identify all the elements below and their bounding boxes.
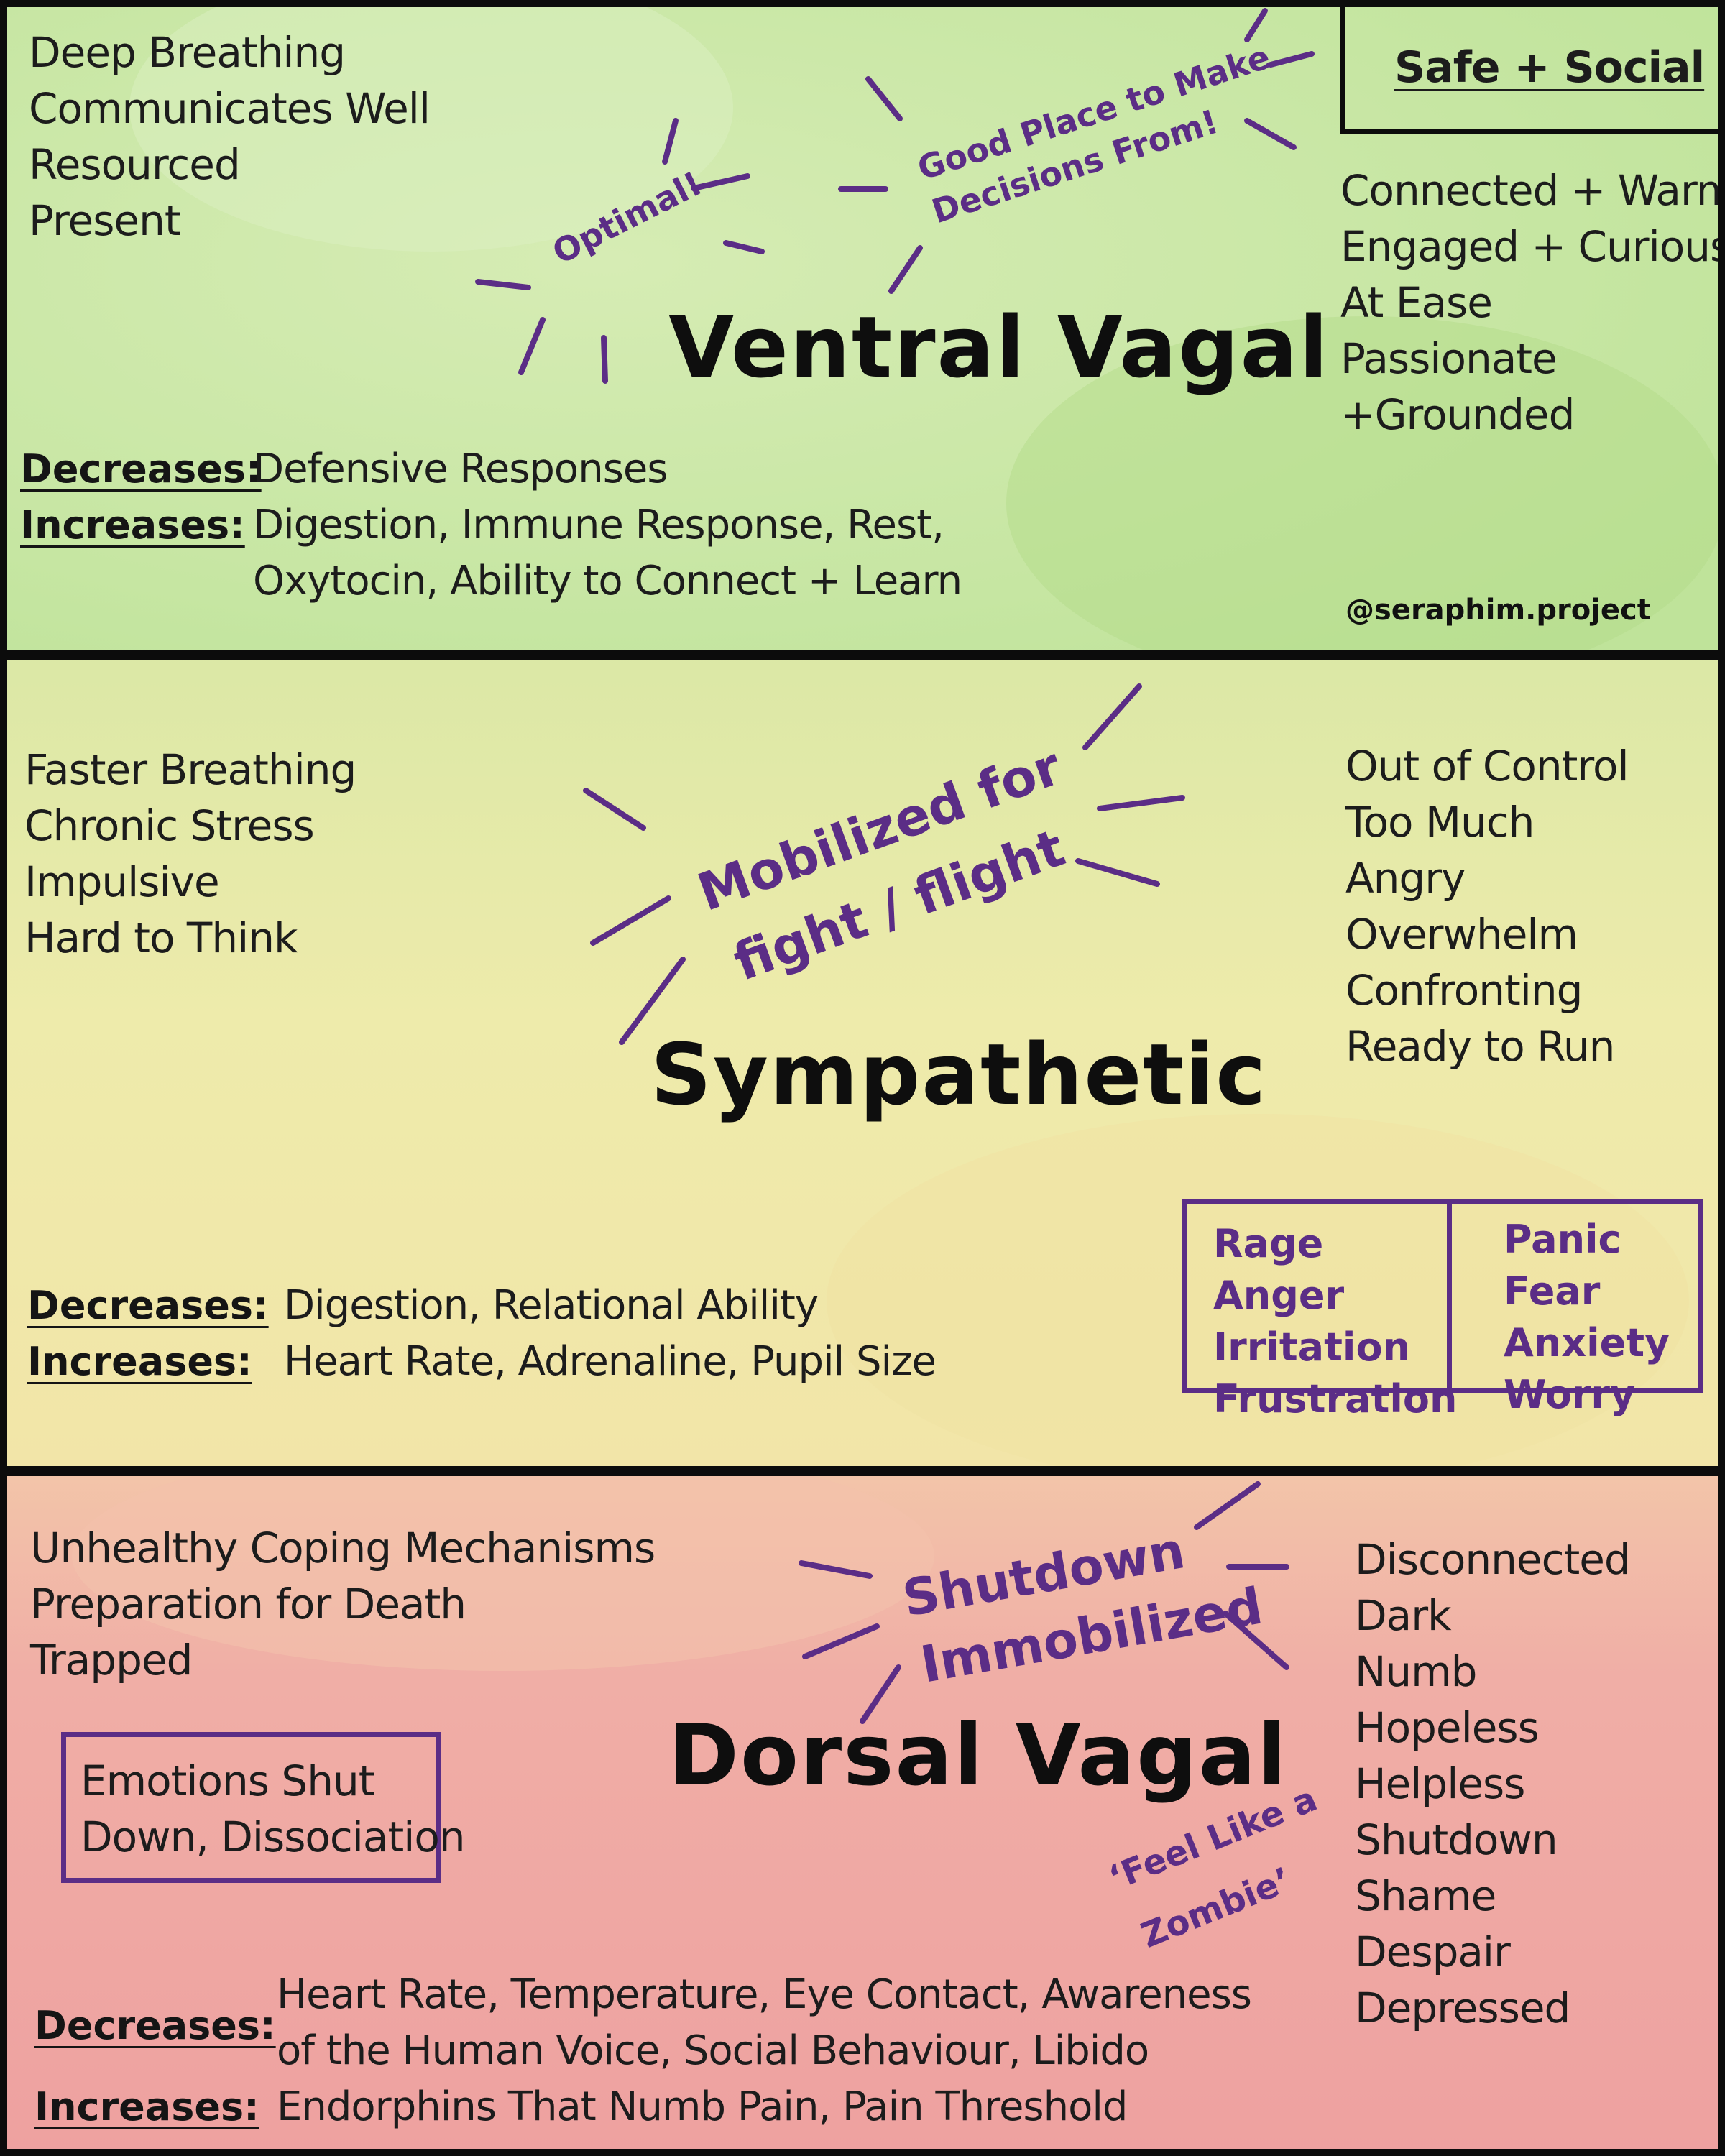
list-item: Anger	[1213, 1273, 1345, 1318]
list-item: Resourced	[29, 140, 241, 189]
list-item: Confronting	[1346, 966, 1583, 1015]
ventral-increases-value: Digestion, Immune Response, Rest, Oxytoc…	[253, 497, 962, 609]
ventral-decreases-value: Defensive Responses	[253, 446, 668, 492]
ventral-vagal-panel: Safe + Social Deep Breathing Communicate…	[0, 0, 1725, 654]
frame-border-top	[0, 0, 1725, 7]
ventral-background	[0, 0, 1725, 654]
list-item: Panic	[1504, 1217, 1622, 1262]
sympathetic-panel: Faster Breathing Chronic Stress Impulsiv…	[0, 654, 1725, 1470]
ventral-increases-label: Increases:	[20, 502, 245, 548]
sympathetic-title: Sympathetic	[650, 1025, 1268, 1124]
list-item: Ready to Run	[1346, 1022, 1615, 1071]
value-line: of the Human Voice, Social Behaviour, Li…	[277, 2027, 1149, 2074]
emphasis-rays	[475, 8, 1315, 384]
sympathetic-background	[0, 654, 1725, 1470]
dorsal-decreases-value: Heart Rate, Temperature, Eye Contact, Aw…	[277, 1967, 1252, 2079]
list-item: Irritation	[1213, 1325, 1410, 1370]
ventral-vagal-title: Ventral Vagal	[668, 298, 1330, 397]
value-line: Digestion, Immune Response, Rest,	[253, 502, 944, 548]
list-item: Shutdown	[1355, 1815, 1558, 1864]
ventral-left-list: Deep Breathing Communicates Well Resourc…	[29, 24, 431, 249]
list-item: Rage	[1213, 1221, 1324, 1266]
list-item: Chronic Stress	[24, 801, 315, 850]
dorsal-left-list: Unhealthy Coping Mechanisms Preparation …	[30, 1520, 656, 1688]
list-item: Engaged + Curious	[1340, 222, 1725, 271]
sympathetic-increases-value: Heart Rate, Adrenaline, Pupil Size	[284, 1338, 937, 1385]
list-item: Worry	[1504, 1372, 1636, 1417]
list-item: Depressed	[1355, 1984, 1570, 2032]
list-item: Faster Breathing	[24, 745, 356, 794]
sympathetic-decreases-value: Digestion, Relational Ability	[284, 1282, 819, 1329]
list-item: Deep Breathing	[29, 28, 346, 77]
list-item: Despair	[1355, 1927, 1511, 1976]
list-item: Overwhelm	[1346, 910, 1578, 959]
list-item: Angry	[1346, 854, 1466, 903]
list-item: Communicates Well	[29, 84, 431, 133]
list-item: Frustration	[1213, 1376, 1458, 1422]
frame-border-right	[1718, 0, 1725, 2156]
value-line: Oxytocin, Ability to Connect + Learn	[253, 558, 962, 604]
dorsal-decreases-label: Decreases:	[34, 2003, 276, 2048]
anger-emotions-box: Rage Anger Irritation Frustration	[1182, 1199, 1457, 1422]
dorsal-increases-label: Increases:	[34, 2084, 259, 2129]
list-item: Disconnected	[1355, 1535, 1631, 1584]
frame-border-left	[0, 0, 7, 2156]
dorsal-vagal-title: Dorsal Vagal	[668, 1705, 1288, 1805]
list-item: Connected + Warm	[1340, 166, 1725, 215]
list-item: Hopeless	[1355, 1703, 1540, 1752]
panel-divider	[0, 650, 1725, 660]
frame-border-bottom	[0, 2149, 1725, 2156]
safe-social-label: Safe + Social	[1394, 42, 1705, 93]
list-item: Anxiety	[1504, 1320, 1670, 1365]
safe-social-box	[1340, 6, 1719, 134]
sympathetic-right-list: Out of Control Too Much Angry Overwhelm …	[1346, 738, 1629, 1074]
list-item: Numb	[1355, 1647, 1477, 1696]
list-item: Helpless	[1355, 1759, 1525, 1808]
emotions-shutdown-box: Emotions Shut Down, Dissociation	[61, 1732, 466, 1883]
sympathetic-decreases-label: Decreases:	[27, 1283, 269, 1328]
ventral-right-list: Connected + Warm Engaged + Curious At Ea…	[1340, 162, 1725, 443]
fear-emotions-box: Panic Fear Anxiety Worry	[1447, 1199, 1703, 1417]
list-item: Preparation for Death	[30, 1580, 466, 1628]
sympathetic-left-list: Faster Breathing Chronic Stress Impulsiv…	[24, 742, 356, 966]
list-item: Trapped	[30, 1636, 193, 1685]
credit-handle: @seraphim.project	[1346, 594, 1651, 627]
list-item: Hard to Think	[24, 913, 298, 962]
list-item: Unhealthy Coping Mechanisms	[30, 1524, 656, 1572]
dorsal-vagal-panel: Unhealthy Coping Mechanisms Preparation …	[0, 1470, 1725, 2156]
dorsal-right-list: Disconnected Dark Numb Hopeless Helpless…	[1355, 1531, 1631, 2036]
list-item: Present	[29, 196, 181, 245]
box-line: Down, Dissociation	[80, 1812, 466, 1861]
list-item: Impulsive	[24, 857, 220, 906]
ventral-decreases-label: Decreases:	[20, 446, 262, 492]
list-item: At Ease	[1340, 278, 1493, 327]
list-item: +Grounded	[1340, 390, 1575, 439]
list-item: Out of Control	[1346, 742, 1629, 791]
emphasis-rays	[583, 683, 1185, 1045]
list-item: Shame	[1355, 1871, 1496, 1920]
list-item: Fear	[1504, 1268, 1601, 1314]
box-line: Emotions Shut	[80, 1756, 374, 1805]
sympathetic-increases-label: Increases:	[27, 1339, 252, 1384]
list-item: Passionate	[1340, 334, 1558, 383]
list-item: Too Much	[1346, 798, 1535, 847]
panel-divider	[0, 1466, 1725, 1476]
dorsal-background	[0, 1470, 1725, 2156]
dorsal-increases-value: Endorphins That Numb Pain, Pain Threshol…	[277, 2083, 1128, 2130]
value-line: Heart Rate, Temperature, Eye Contact, Aw…	[277, 1971, 1252, 2018]
list-item: Dark	[1355, 1591, 1452, 1640]
emphasis-rays	[799, 1481, 1289, 1724]
